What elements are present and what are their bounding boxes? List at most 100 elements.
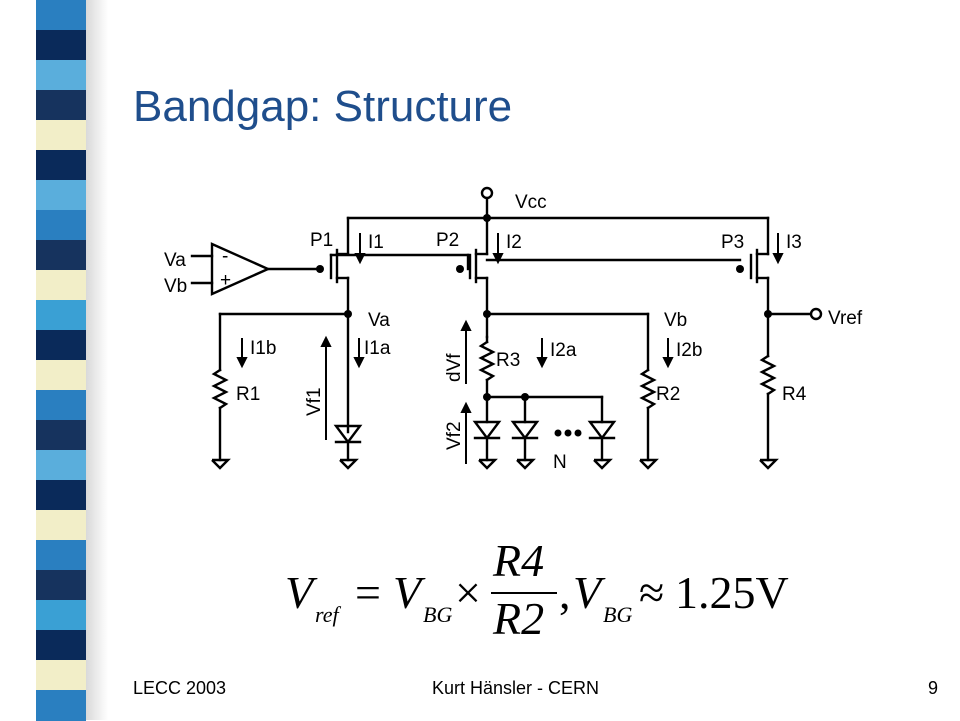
stripe-band	[36, 510, 86, 541]
fraction-bar	[491, 592, 557, 594]
formula-v-bg: V	[393, 567, 422, 618]
footer-page-number: 9	[928, 678, 939, 698]
r2-resistor	[639, 368, 657, 410]
r4-resistor	[759, 354, 777, 396]
ground-symbol-r4	[759, 458, 779, 470]
label-i2a: I2a	[550, 340, 577, 361]
stripe-band	[36, 480, 86, 511]
ground-symbol-d2b	[516, 458, 536, 470]
junction-vb	[483, 310, 491, 318]
i2a-arrow-head	[536, 357, 548, 369]
formula-v: V	[285, 567, 314, 618]
label-n: N	[553, 452, 567, 473]
footer-author: Kurt Hänsler - CERN	[432, 678, 600, 698]
label-vb-node: Vb	[664, 310, 687, 331]
label-r1: R1	[236, 384, 260, 405]
formula-ref-subscript: ref	[315, 602, 339, 627]
formula-equals: =	[355, 567, 381, 618]
junction-p2-gate	[456, 265, 464, 273]
i2-arrow-head	[492, 253, 504, 265]
ground-symbol-r1	[211, 458, 231, 470]
junction-p3-gate	[736, 265, 744, 273]
junction-p1-gate	[316, 265, 324, 273]
junction-diode-b	[521, 393, 529, 401]
ellipsis-dot-3	[574, 429, 582, 437]
vref-terminal	[809, 307, 823, 321]
stripe-shadow	[86, 0, 108, 720]
footer-conference: LECC 2003	[133, 678, 227, 698]
d2b-diode	[510, 420, 540, 440]
label-r2: R2	[656, 384, 680, 405]
stripe-band	[36, 540, 86, 571]
formula-value: 1.25V	[675, 567, 789, 618]
opamp-triangle	[210, 242, 271, 296]
formula-times: ×	[455, 567, 481, 618]
ground-symbol-d2a	[478, 458, 498, 470]
i1b-arrow-head	[236, 357, 248, 369]
stripe-band	[36, 0, 86, 31]
vf1-arrow-head	[320, 335, 332, 347]
d2a-diode	[472, 420, 502, 440]
label-dvf: dVf	[444, 353, 465, 382]
stripe-band	[36, 240, 86, 271]
label-r3: R3	[496, 350, 520, 371]
stripe-band	[36, 660, 86, 691]
stripe-band	[36, 570, 86, 601]
d2n-diode	[587, 420, 617, 440]
label-p3: P3	[721, 232, 744, 253]
vf2-arrow-head	[460, 401, 472, 413]
dvf-arrow-head	[460, 319, 472, 331]
label-vb-input: Vb	[164, 276, 187, 297]
label-vcc: Vcc	[515, 192, 547, 213]
label-r4: R4	[782, 384, 807, 405]
ground-symbol-d2n	[593, 458, 613, 470]
formula-bg-subscript-2: BG	[603, 602, 633, 627]
ground-symbol-r2	[639, 458, 659, 470]
ground-symbol-d1	[339, 458, 359, 470]
formula-bg-subscript: BG	[423, 602, 453, 627]
vref-formula: V ref = V BG × R4 R2 , V BG ≈ 1.25V	[285, 535, 789, 645]
i1a-arrow-head	[353, 357, 365, 369]
stripe-band	[36, 600, 86, 631]
ellipsis-dot-2	[564, 429, 572, 437]
stripe-band	[36, 60, 86, 91]
label-vf1: Vf1	[304, 387, 325, 416]
stripe-band	[36, 30, 86, 61]
label-p2: P2	[436, 230, 459, 251]
label-i1b: I1b	[250, 338, 276, 359]
r3-resistor	[478, 340, 496, 382]
label-vref: Vref	[828, 308, 863, 329]
stripe-band	[36, 690, 86, 721]
stripe-band	[36, 630, 86, 661]
formula-denominator: R2	[493, 593, 545, 644]
label-p1: P1	[310, 230, 333, 251]
stripe-band	[36, 450, 86, 481]
stripe-band	[36, 360, 86, 391]
vcc-terminal	[480, 186, 494, 200]
i3-arrow-head	[772, 253, 784, 265]
stripe-band	[36, 210, 86, 241]
label-i2: I2	[506, 232, 522, 253]
junction-vcc	[483, 214, 491, 222]
formula-approx: ≈	[639, 567, 665, 618]
label-i2b: I2b	[676, 340, 702, 361]
stripe-band	[36, 90, 86, 121]
label-i1a: I1a	[364, 338, 391, 359]
label-opamp-plus: +	[220, 270, 231, 291]
i1-arrow-head	[354, 253, 366, 265]
formula-numerator: R4	[493, 535, 545, 586]
slide-title: Bandgap: Structure	[133, 82, 513, 131]
decorative-stripe	[0, 0, 110, 721]
label-vf2: Vf2	[444, 421, 465, 450]
stripe-band	[36, 180, 86, 211]
stripe-band	[36, 120, 86, 151]
ellipsis-dot-1	[554, 429, 562, 437]
r1-resistor	[211, 368, 229, 410]
stripe-band	[36, 150, 86, 181]
bandgap-circuit-diagram: Vcc Va Vb - + P1 I1 P2 I2 P3 I3 Va Vb Vr…	[164, 186, 863, 473]
junction-va	[344, 310, 352, 318]
formula-comma: ,	[559, 567, 571, 618]
junction-r3-diodes	[483, 393, 491, 401]
stripe-band	[36, 270, 86, 301]
label-i3: I3	[786, 232, 802, 253]
